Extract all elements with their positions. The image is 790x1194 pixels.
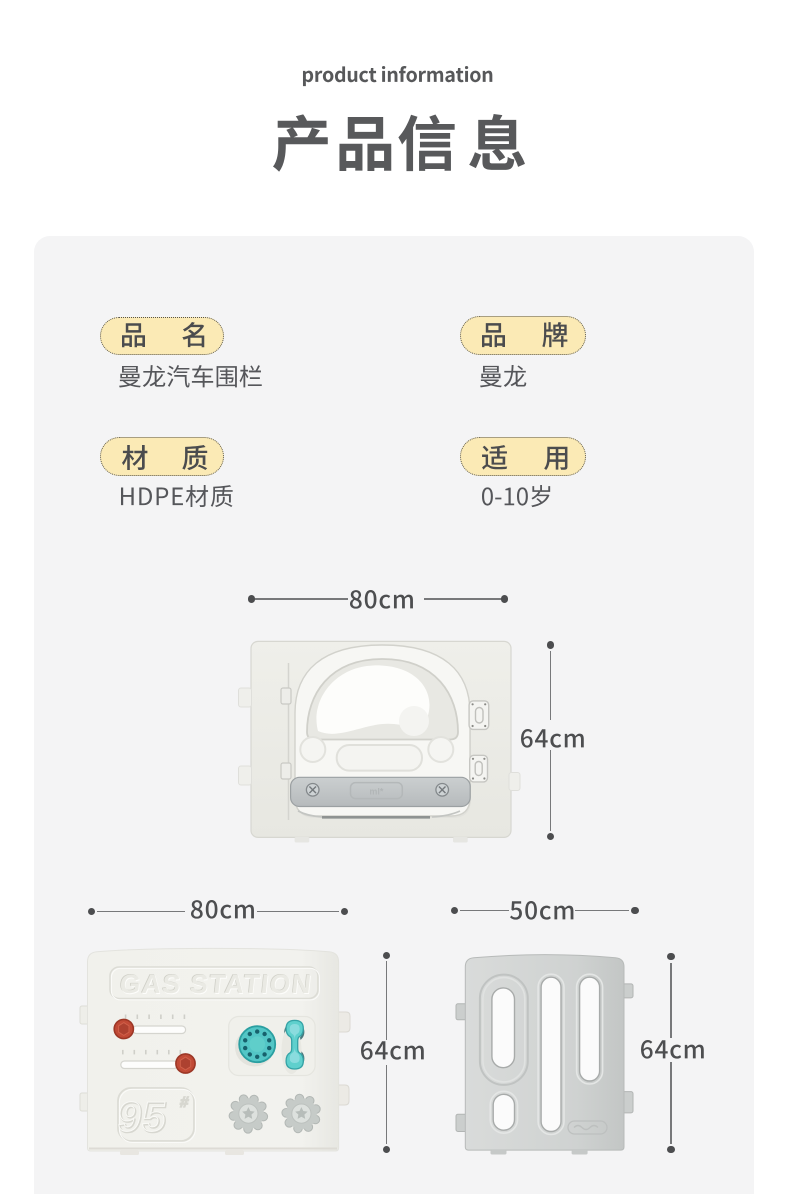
svg-text:ml*: ml* bbox=[369, 787, 384, 797]
svg-text:95: 95 bbox=[115, 1093, 170, 1140]
svg-text:GAS STATION: GAS STATION bbox=[119, 970, 315, 1000]
svg-text:95: 95 bbox=[116, 1094, 171, 1141]
svg-text:GAS STATION: GAS STATION bbox=[118, 968, 314, 998]
svg-text:#: # bbox=[179, 1094, 190, 1111]
svg-text:GAS STATION: GAS STATION bbox=[118, 969, 314, 999]
